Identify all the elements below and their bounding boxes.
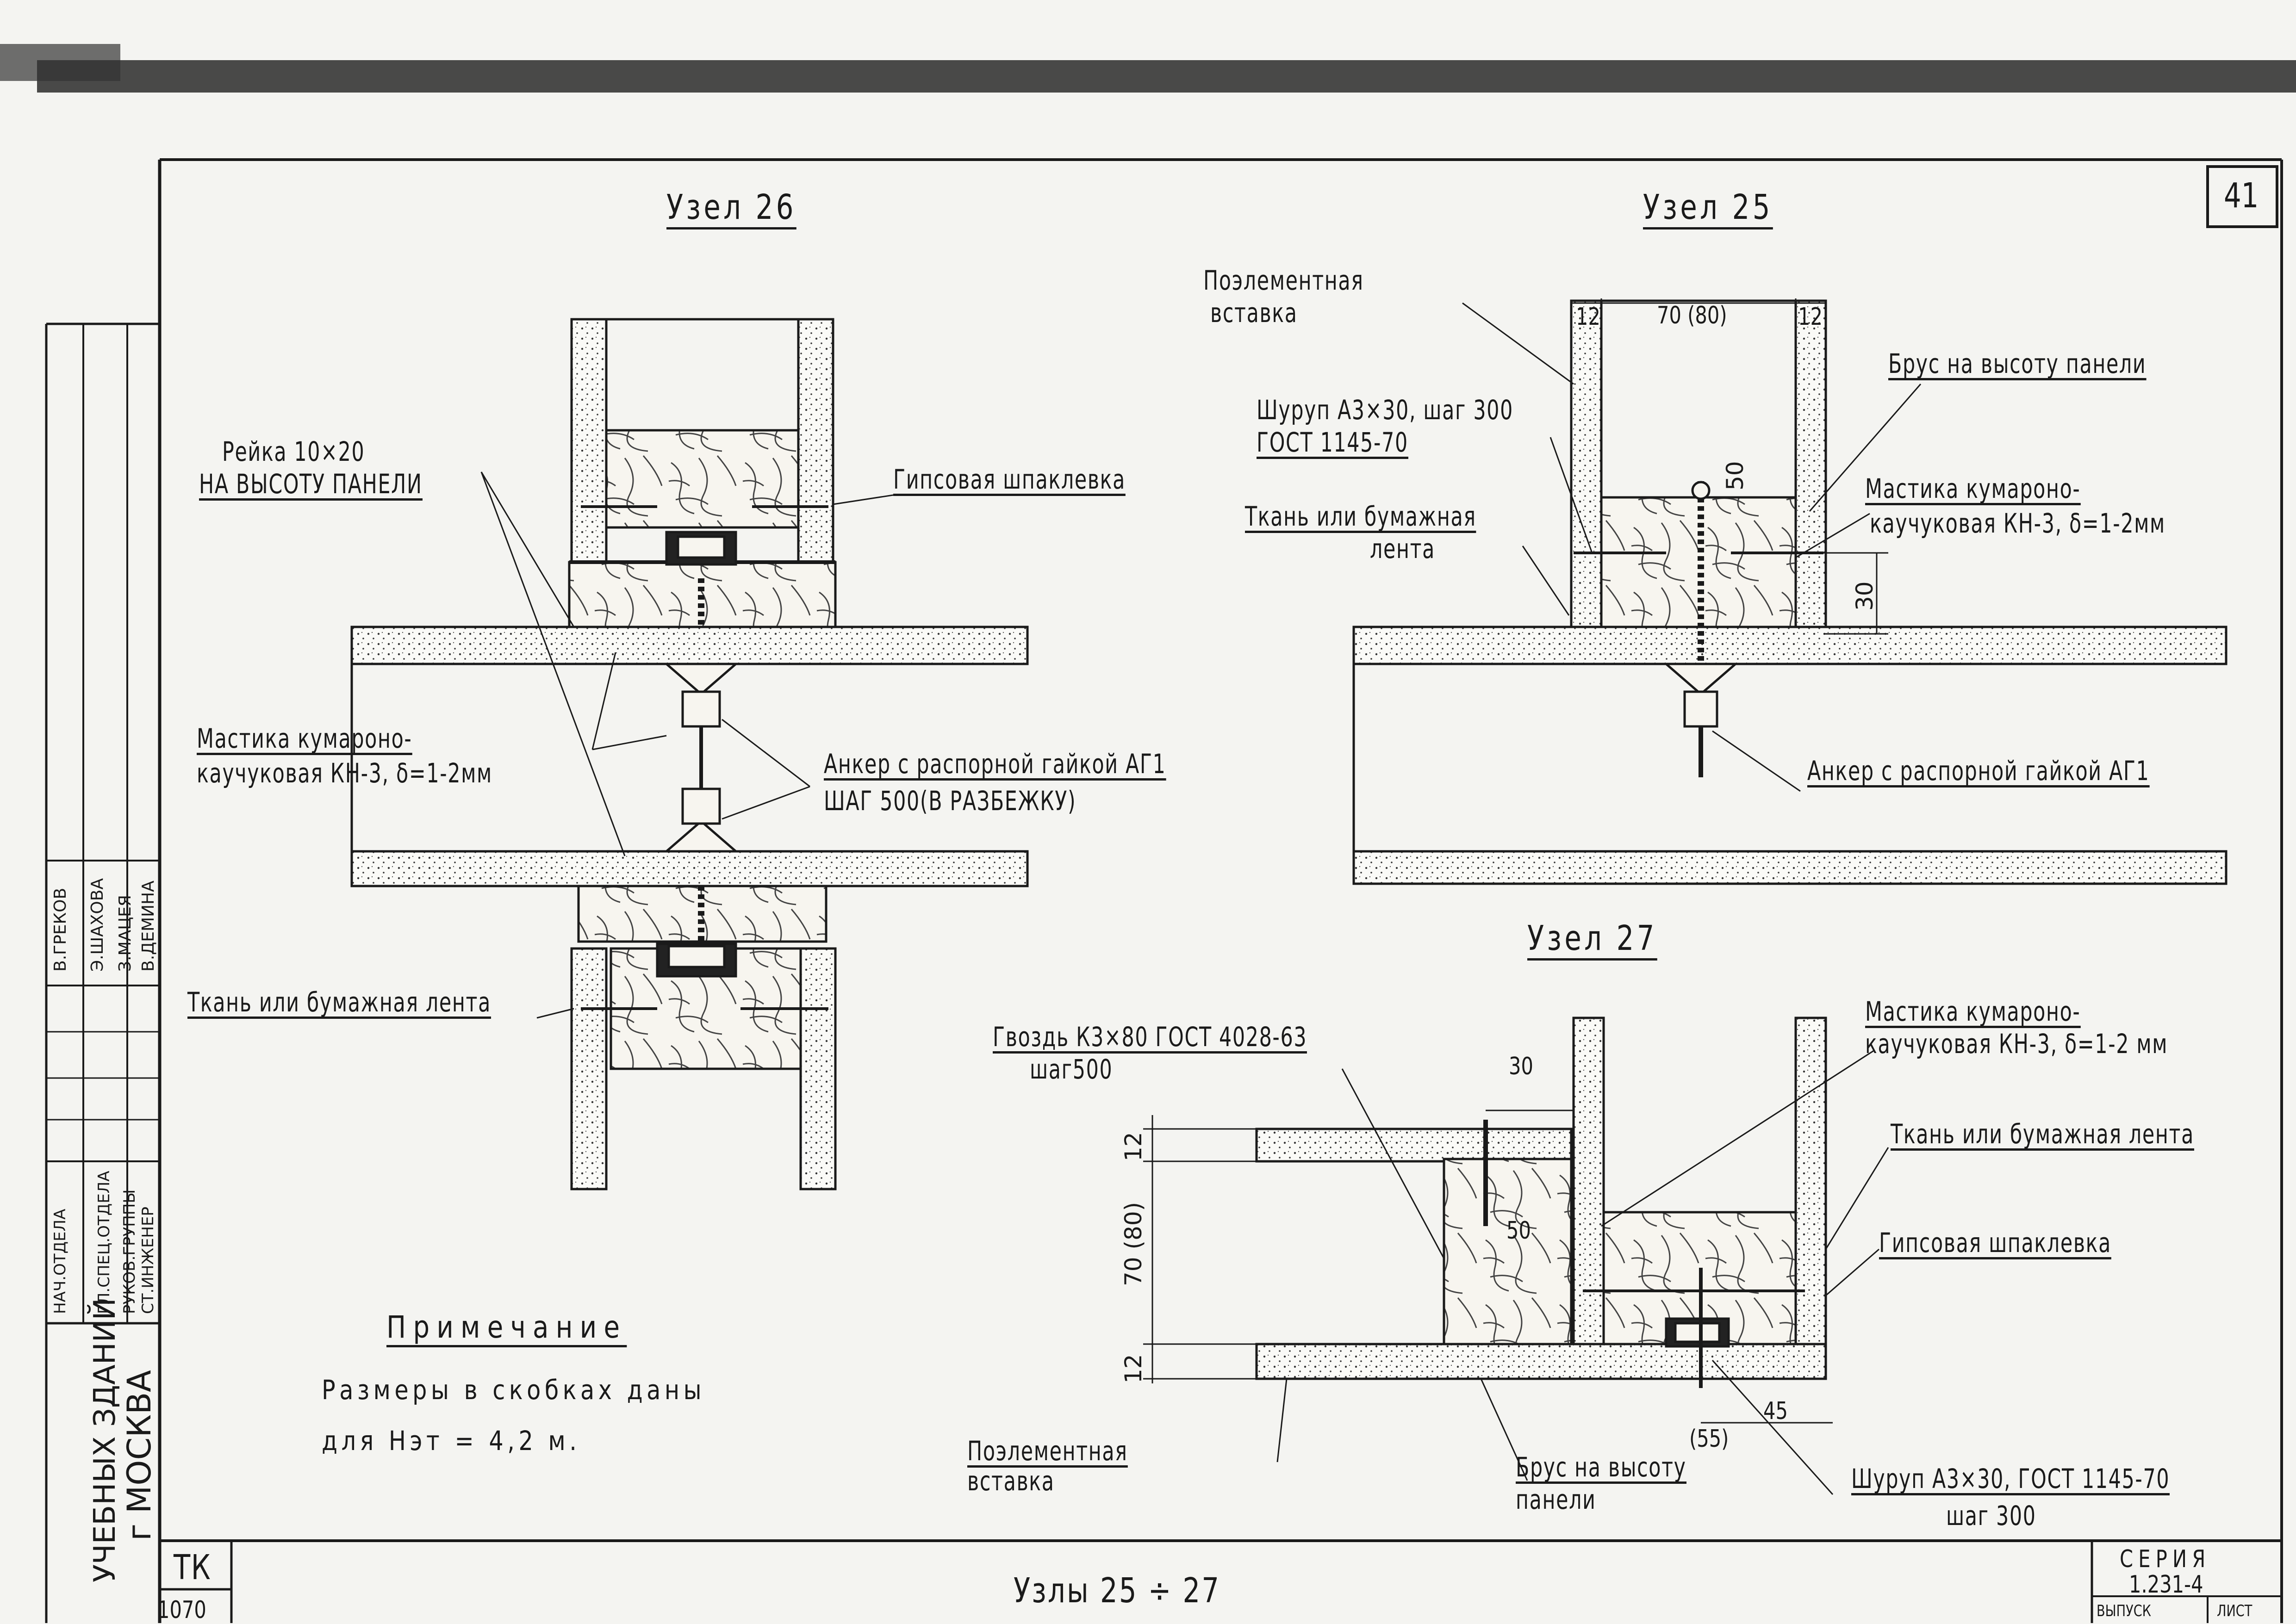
person-3: З.МАЦЕЯ — [116, 895, 135, 972]
node25-dim-50: 50 — [1722, 461, 1748, 490]
node25-tkan-line1: Ткань или бумажная — [1245, 501, 1476, 533]
node27-dim-12-bottom: 12 — [1120, 1354, 1147, 1383]
scan-band — [37, 60, 2296, 93]
sheet-title: Узлы 25 ÷ 27 — [1014, 1571, 1221, 1611]
node27-dim-12-top: 12 — [1120, 1132, 1147, 1161]
node27-dim-30: 30 — [1509, 1053, 1533, 1080]
node27-dim-50: 50 — [1506, 1217, 1531, 1245]
node26-title: Узел 26 — [666, 187, 796, 229]
node27-mastika-line1: Мастика кумароно- — [1865, 996, 2081, 1028]
node27-title: Узел 27 — [1527, 918, 1657, 961]
node26-mastika-line1: Мастика кумароно- — [197, 723, 412, 755]
node25-shurup-line2: ГОСТ 1145-70 — [1257, 427, 1408, 459]
node27-vstavka-line2: вставка — [967, 1465, 1055, 1497]
sheet-label: ЛИСТ — [2217, 1602, 2252, 1620]
node25-mastika-line2: каучуковая КН-3, δ=1-2мм — [1870, 508, 2165, 539]
node27-dim-70: 70 (80) — [1120, 1202, 1147, 1286]
node26-anker-line1: Анкер с распорной гайкой АГ1 — [824, 748, 1166, 781]
node27-mastika-line2: каучуковая КН-3, δ=1-2 мм — [1865, 1028, 2168, 1060]
node25-brus-label: Брус на высоту панели — [1888, 348, 2147, 380]
node26-reika-line2: НА ВЫСОТУ ПАНЕЛИ — [199, 468, 423, 501]
issue-label: ВЫПУСК — [2097, 1602, 2151, 1620]
node27-shurup-line2: шаг 300 — [1946, 1500, 2036, 1531]
node27-brus-line1: Брус на высоту — [1516, 1451, 1686, 1484]
person-4: В.ДЕМИНА — [139, 880, 158, 972]
node26-anker-line2: ШАГ 500(В РАЗБЕЖКУ) — [824, 785, 1076, 817]
series-label: СЕРИЯ — [2120, 1545, 2211, 1573]
node27-gvozd-line1: Гвоздь К3×80 ГОСТ 4028-63 — [993, 1021, 1307, 1054]
node25-drawing — [1352, 298, 2228, 885]
role-4: СТ.ИНЖЕНЕР — [139, 1207, 157, 1314]
role-3: РУКОВ.ГРУППЫ — [120, 1189, 139, 1314]
node27-gips-label: Гипсовая шпаклевка — [1879, 1227, 2112, 1259]
node25-vstavka-line2: вставка — [1210, 297, 1298, 329]
node27-vstavka-line1: Поэлементная — [967, 1435, 1128, 1468]
node25-dim-30: 30 — [1851, 581, 1878, 611]
node25-mastika-line1: Мастика кумароно- — [1865, 473, 2081, 505]
series-value: 1.231-4 — [2129, 1571, 2203, 1599]
node26-tkan-label: Ткань или бумажная лента — [187, 986, 491, 1019]
node27-dim-55: (55) — [1689, 1425, 1729, 1453]
page-number: 41 — [2224, 176, 2259, 216]
stamp-number: 1070 — [157, 1596, 206, 1624]
person-2: Э.ШАХОВА — [88, 878, 107, 972]
note-line1: Размеры в скобках даны — [322, 1374, 706, 1406]
node25-anker-label: Анкер с распорной гайкой АГ1 — [1807, 755, 2150, 787]
node27-drawing — [1143, 1017, 1889, 1495]
node25-vstavka-line1: Поэлементная — [1203, 265, 1364, 296]
node25-dim-12-left: 12 — [1576, 303, 1600, 331]
node25-title: Узел 25 — [1643, 187, 1773, 229]
node26-drawing — [350, 318, 1029, 1190]
node26-mastika-line2: каучуковая КН-3, δ=1-2мм — [197, 757, 492, 789]
role-1: НАЧ.ОТДЕЛА — [51, 1209, 69, 1314]
node26-gips-label: Гипсовая шпаклевка — [893, 464, 1126, 496]
note-line2: для Нэт = 4,2 м. — [322, 1425, 581, 1457]
node25-dim-70: 70 (80) — [1657, 302, 1727, 329]
node27-gvozd-line2: шаг500 — [1030, 1054, 1113, 1085]
node27-shurup-line1: Шуруп А3×30, ГОСТ 1145-70 — [1851, 1463, 2170, 1495]
org-line2: г МОСКВА — [120, 1370, 158, 1541]
node27-tkan-label: Ткань или бумажная лента — [1891, 1118, 2194, 1151]
node27-dim-45: 45 — [1763, 1397, 1788, 1425]
node25-shurup-line1: Шуруп А3×30, шаг 300 — [1257, 394, 1513, 426]
person-1: В.ГРЕКОВ — [51, 887, 70, 972]
node27-brus-line2: панели — [1516, 1484, 1596, 1515]
node25-tkan-line2: лента — [1370, 533, 1436, 564]
org-line1: УЧЕБНЫХ ЗДАНИЙ — [88, 1298, 122, 1582]
role-2: ГЛ.СПЕЦ.ОТДЕЛА — [95, 1171, 113, 1314]
note-heading: Примечание — [386, 1309, 627, 1347]
node25-dim-12-right: 12 — [1798, 303, 1823, 331]
sheet-frame — [45, 158, 2283, 1623]
node26-reika-line1: Рейка 10×20 — [222, 436, 365, 467]
stamp-tk: ТК — [174, 1548, 212, 1587]
